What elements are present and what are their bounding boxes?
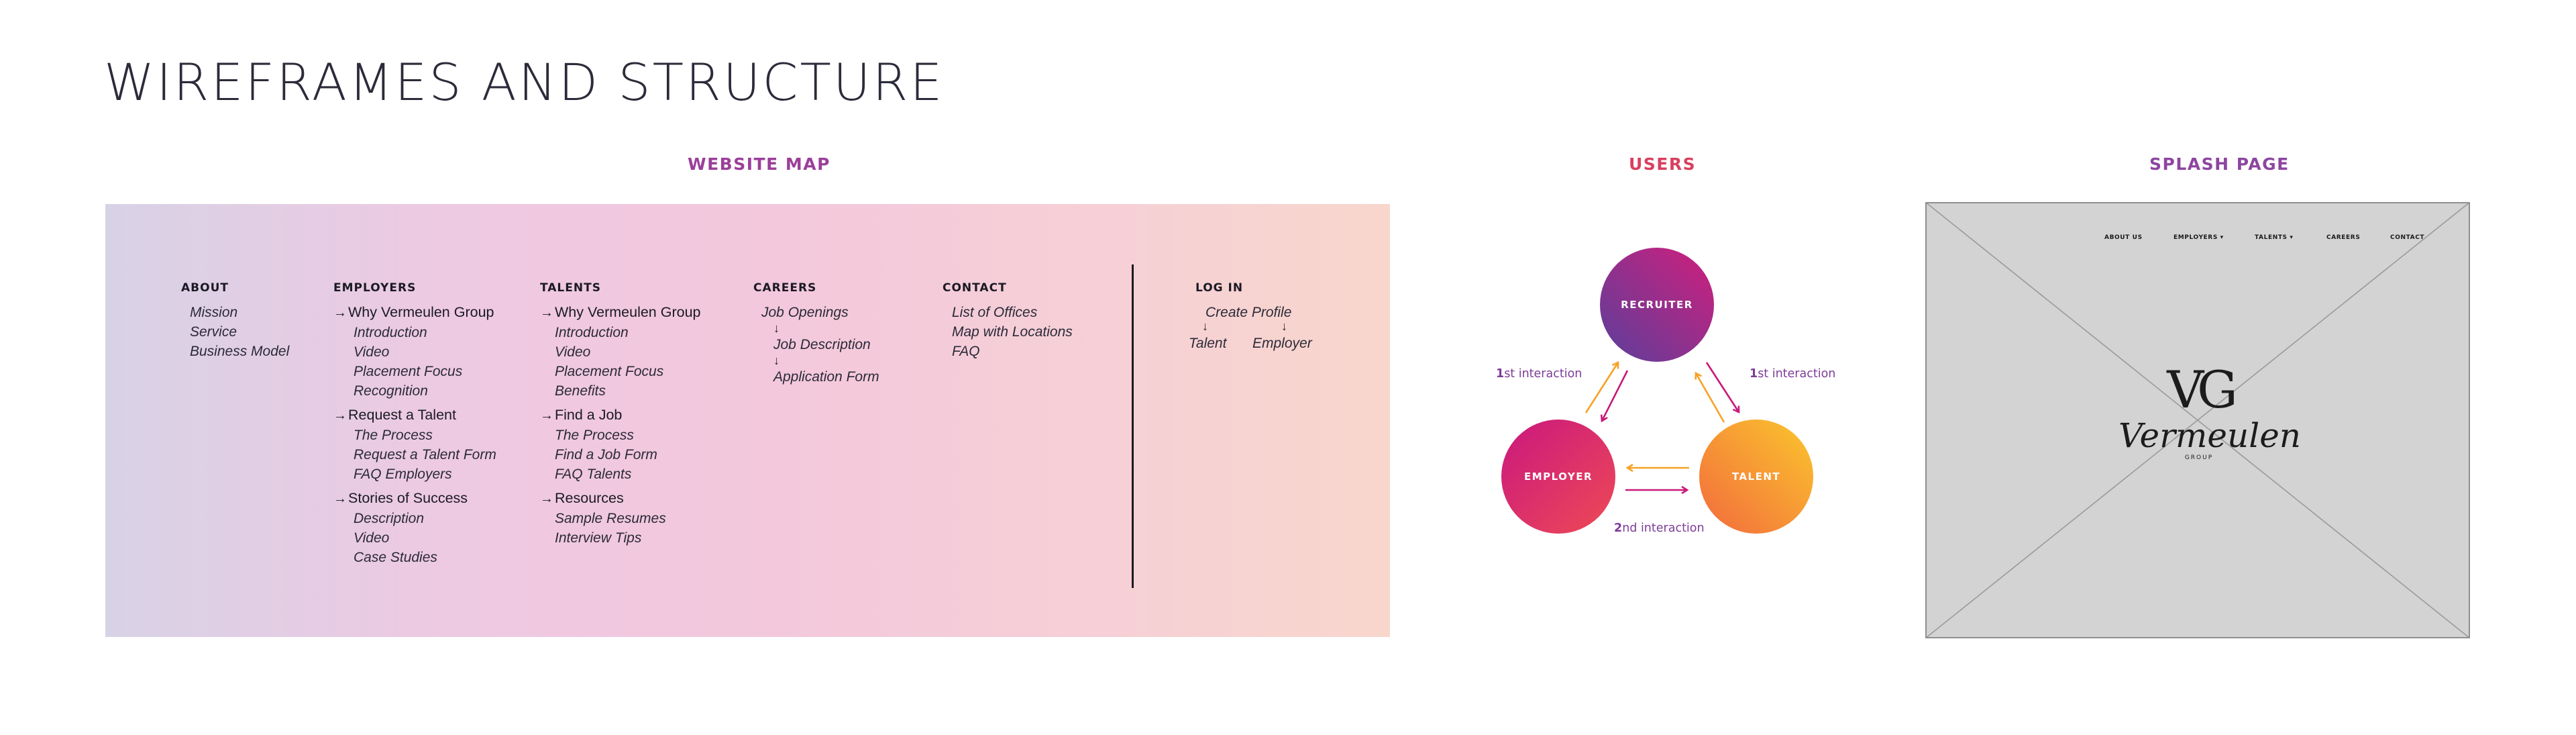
column-heading: TALENTS [540,281,601,295]
list-item: Talent [1189,336,1227,351]
list-item: The Process [354,428,433,443]
arrow-right-icon: → [540,491,553,506]
logo-monogram: VG [2167,360,2238,420]
users-heading: USERS [1629,154,1697,174]
list-item: Placement Focus [555,364,664,379]
list-item: Job Openings [761,305,849,320]
list-item: Employer [1252,336,1312,351]
list-item: Find a Job Form [555,447,657,462]
logo-sub: GROUP [2184,454,2214,461]
group-title: →Why Vermeulen Group [540,303,701,323]
list-item: Introduction [555,325,629,340]
list-item: Introduction [354,325,427,340]
list-item: Request a Talent Form [354,447,496,462]
column-heading: EMPLOYERS [333,281,417,295]
sitemap-column-about: ABOUT Mission Service Business Model [181,281,289,361]
group-title: →Why Vermeulen Group [333,303,496,323]
arrow-right-icon: → [540,408,553,423]
arrow-right-icon: → [333,491,347,506]
nav-about-us[interactable]: ABOUT US [2104,234,2143,241]
website-map-panel: ABOUT Mission Service Business Model EMP… [105,204,1390,637]
splash-page-wireframe: ABOUT US EMPLOYERS ▾ TALENTS ▾ CAREERS C… [1925,202,2470,638]
nav-employers[interactable]: EMPLOYERS ▾ [2174,234,2224,241]
interaction-label-bottom: 2nd interaction [1614,522,1705,535]
list-item: FAQ Employers [354,467,452,482]
list-item: The Process [555,428,634,443]
list-item: Recognition [354,383,428,399]
placeholder-cross [1927,203,2469,637]
splash-page-heading: SPLASH PAGE [2149,154,2290,174]
website-map-heading: WEBSITE MAP [688,154,830,174]
arrow-employer-to-recruiter [1585,362,1618,413]
list-item: Map with Locations [952,324,1073,340]
column-heading: CONTACT [943,281,1007,295]
svg-text:EMPLOYER: EMPLOYER [1524,471,1593,483]
list-item: Application Form [773,369,879,385]
nav-talents[interactable]: TALENTS ▾ [2255,234,2294,241]
list-item: Sample Resumes [555,511,666,526]
list-item: Case Studies [354,550,437,565]
list-item: FAQ [952,344,980,359]
arrow-down-icon: ↓ [1202,320,1208,333]
list-item: Description [354,511,425,526]
branch-arrows: ↓ ↓ [1195,320,1291,336]
list-item: Create Profile [1205,305,1292,320]
page-title: WIREFRAMES AND STRUCTURE [104,52,945,112]
sitemap-column-login: LOG IN Create Profile ↓ ↓ Talent Employe… [1189,281,1312,355]
list-item: Service [190,324,237,340]
arrow-right-icon: → [333,305,347,320]
list-item: List of Offices [952,305,1038,320]
login-branches: Talent Employer [1189,336,1312,355]
arrow-down-icon: ↓ [773,322,780,335]
group-title: →Stories of Success [333,489,496,509]
arrow-right-icon: → [333,408,347,423]
interaction-label-left: 1st interaction [1496,367,1582,381]
svg-text:RECRUITER: RECRUITER [1621,299,1693,311]
nav-contact[interactable]: CONTACT [2390,234,2425,241]
group-title: →Find a Job [540,405,701,426]
group-title: →Resources [540,489,701,509]
nav-careers[interactable]: CAREERS [2326,234,2361,241]
list-item: Job Description [773,337,871,352]
users-diagram: RECRUITER EMPLOYER TALENT 1st interactio… [1496,248,1835,535]
sitemap-column-careers: CAREERS Job Openings ↓ Job Description ↓… [753,281,879,387]
column-heading: ABOUT [181,281,229,295]
arrow-down-icon: ↓ [773,354,780,367]
sitemap-column-contact: CONTACT List of Offices Map with Locatio… [943,281,1073,361]
divider [1132,264,1134,588]
list-item: Video [354,530,390,546]
sitemap-column-employers: EMPLOYERS →Why Vermeulen Group Introduct… [333,281,496,567]
group-title: →Request a Talent [333,405,496,426]
list-item: Video [354,344,390,360]
list-item: Interview Tips [555,530,642,546]
column-heading: CAREERS [753,281,817,295]
arrow-down-icon: ↓ [1281,320,1287,333]
brand-logo: VG Vermeulen GROUP [2118,360,2301,462]
svg-text:TALENT: TALENT [1732,471,1780,483]
list-item: Business Model [190,344,290,359]
arrow-right-icon: → [540,305,553,320]
arrow-talent-to-recruiter [1696,373,1725,423]
column-heading: LOG IN [1195,281,1244,295]
list-item: Mission [190,305,238,320]
logo-name: Vermeulen [2118,416,2301,455]
list-item: Placement Focus [354,364,463,379]
list-item: Benefits [555,383,606,399]
arrow-recruiter-to-talent [1705,362,1739,412]
arrow-recruiter-to-employer [1602,370,1629,421]
recruiter-node: RECRUITER [1600,248,1714,362]
interaction-label-right: 1st interaction [1750,367,1835,381]
list-item: FAQ Talents [555,467,632,482]
employer-node: EMPLOYER [1501,420,1615,534]
talent-node: TALENT [1699,420,1813,534]
list-item: Video [555,344,591,360]
sitemap-column-talents: TALENTS →Why Vermeulen Group Introductio… [540,281,701,548]
